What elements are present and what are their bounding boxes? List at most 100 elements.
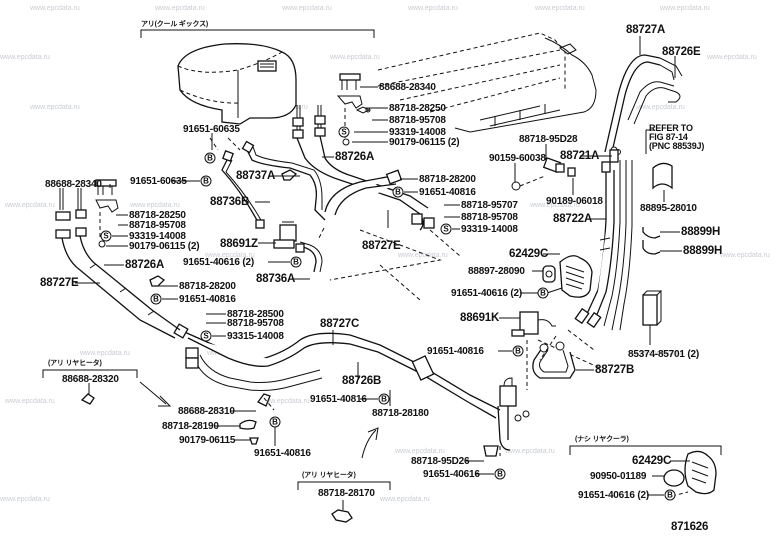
part-label-85374-85701[interactable]: 85374-85701 (2) [628, 349, 699, 360]
part-label-93315-14008[interactable]: 93315-14008 [227, 331, 284, 342]
part-label-90950-01189[interactable]: 90950-01189 [590, 471, 647, 482]
part-label-88736b[interactable]: 88736B [210, 196, 250, 208]
part-label-88726a[interactable]: 88726A [335, 151, 375, 163]
part-label-90159-60038[interactable]: 90159-60038 [489, 153, 546, 164]
valve-88691z [273, 221, 297, 249]
watermark: www.epcdata.ru [535, 5, 585, 12]
part-label-91651-40616[interactable]: 91651-40616 [423, 469, 480, 480]
watermark: www.epcdata.ru [635, 104, 685, 111]
refer-note-line2[interactable]: FIG 87-14 [649, 132, 688, 142]
part-label-88718-28250[interactable]: 88718-28250 [129, 210, 186, 221]
part-label-88721a[interactable]: 88721A [560, 150, 600, 162]
svg-text:B: B [515, 347, 521, 356]
cap-90950-01189 [663, 469, 685, 487]
watermark: www.epcdata.ru [130, 202, 180, 209]
leader-dash [227, 137, 241, 151]
symbol-bolt: B [204, 152, 216, 164]
part-label-88726a[interactable]: 88726A [125, 259, 165, 271]
part-label-88718-95d26[interactable]: 88718-95D26 [411, 456, 470, 467]
part-label-91651-40616[interactable]: 91651-40616 (2) [183, 257, 254, 268]
svg-text:B: B [540, 289, 546, 298]
svg-text:B: B [153, 295, 159, 304]
symbol-bolt: B [150, 293, 162, 305]
part-label-91651-60635[interactable]: 91651-60635 [183, 124, 240, 135]
part-label-88727e[interactable]: 88727E [362, 240, 401, 252]
part-label-88718-95708[interactable]: 88718-95708 [389, 115, 446, 126]
part-label-88718-95708[interactable]: 88718-95708 [227, 318, 284, 329]
part-label-88718-28250[interactable]: 88718-28250 [389, 103, 446, 114]
part-label-88718-95707[interactable]: 88718-95707 [461, 200, 518, 211]
part-label-88718-95708[interactable]: 88718-95708 [461, 212, 518, 223]
part-label-62429c[interactable]: 62429C [632, 455, 672, 467]
svg-text:B: B [272, 418, 278, 427]
part-label-88899h[interactable]: 88899H [683, 245, 723, 257]
part-label-88718-28170[interactable]: 88718-28170 [318, 488, 375, 499]
part-label-88718-28200[interactable]: 88718-28200 [179, 281, 236, 292]
symbol-bolt: B [269, 416, 281, 428]
part-label-88726b[interactable]: 88726B [342, 375, 382, 387]
part-label-88688-28320[interactable]: 88688-28320 [62, 374, 119, 385]
part-label-91651-40616[interactable]: 91651-40616 (2) [451, 288, 522, 299]
svg-text:B: B [203, 177, 209, 186]
part-label-91651-40816[interactable]: 91651-40816 [179, 294, 236, 305]
part-label-91651-60635[interactable]: 91651-60635 [130, 176, 187, 187]
part-label-88718-28200[interactable]: 88718-28200 [419, 174, 476, 185]
part-label-93319-14008[interactable]: 93319-14008 [129, 231, 186, 242]
part-label-88727b[interactable]: 88727B [595, 364, 635, 376]
part-label-90179-06115[interactable]: 90179-06115 (2) [389, 137, 460, 148]
part-label-90179-06115[interactable]: 90179-06115 (2) [129, 241, 200, 252]
part-label-88727c[interactable]: 88727C [320, 318, 360, 330]
part-label-88737a[interactable]: 88737A [236, 170, 276, 182]
part-label-88718-95d28[interactable]: 88718-95D28 [519, 134, 578, 145]
part-label-91651-40816[interactable]: 91651-40816 [310, 394, 367, 405]
leader-dash [379, 264, 421, 301]
part-label-88726e[interactable]: 88726E [662, 46, 701, 58]
clip-88718-28200-left [149, 275, 166, 287]
part-label-91651-40616[interactable]: 91651-40616 (2) [578, 490, 649, 501]
fittings-88721a [601, 149, 619, 173]
clip-88718-28200-top [281, 169, 298, 181]
clamp-88718-95d28 [511, 157, 576, 191]
symbol-bolt: B [512, 345, 524, 357]
refer-note-line1: REFER TO [649, 123, 693, 133]
watermark: www.epcdata.ru [282, 5, 332, 12]
part-label-88691z[interactable]: 88691Z [220, 238, 258, 250]
part-label-88897-28090[interactable]: 88897-28090 [468, 266, 525, 277]
watermark: www.epcdata.ru [660, 5, 710, 12]
part-label-93319-14008[interactable]: 93319-14008 [461, 224, 518, 235]
part-label-90189-06018[interactable]: 90189-06018 [546, 196, 603, 207]
part-label-88718-95708[interactable]: 88718-95708 [129, 220, 186, 231]
part-label-91651-40816[interactable]: 91651-40816 [427, 346, 484, 357]
watermark: www.epcdata.ru [505, 448, 555, 455]
svg-text:B: B [293, 258, 299, 267]
symbol-bolt: B [537, 287, 549, 299]
vent-62429c [559, 255, 593, 298]
part-label-88727a[interactable]: 88727A [626, 24, 666, 36]
part-label-90179-06115[interactable]: 90179-06115 [179, 435, 236, 446]
part-label-88718-28180[interactable]: 88718-28180 [372, 408, 429, 419]
hose-88899h-1 [642, 227, 661, 239]
part-label-62429c[interactable]: 62429C [509, 248, 549, 260]
svg-text:B: B [497, 470, 503, 479]
pipe-88736a [295, 227, 325, 273]
part-label-91651-40816[interactable]: 91651-40816 [254, 448, 311, 459]
part-label-91651-40816[interactable]: 91651-40816 [419, 187, 476, 198]
leader-dash [329, 229, 442, 281]
bracket-88688-28340-left [95, 179, 119, 248]
symbol-bolt: B [200, 175, 212, 187]
part-label-93319-14008[interactable]: 93319-14008 [389, 127, 446, 138]
part-label-88899h[interactable]: 88899H [681, 226, 721, 238]
part-label-88727e[interactable]: 88727E [40, 277, 79, 289]
watermark: www.epcdata.ru [155, 5, 205, 12]
part-label-88718-28500[interactable]: 88718-28500 [227, 309, 284, 320]
watermark: www.epcdata.ru [5, 202, 55, 209]
part-label-88736a[interactable]: 88736A [256, 273, 296, 285]
part-label-88688-28340[interactable]: 88688-28340 [379, 82, 436, 93]
block-85374-85701 [642, 290, 663, 326]
part-label-88722a[interactable]: 88722A [553, 213, 593, 225]
part-label-88895-28010[interactable]: 88895-28010 [640, 203, 697, 214]
part-label-88688-28340[interactable]: 88688-28340 [45, 179, 102, 190]
part-label-88688-28310[interactable]: 88688-28310 [178, 406, 235, 417]
part-label-88718-28190[interactable]: 88718-28190 [162, 421, 219, 432]
part-label-88691k[interactable]: 88691K [460, 312, 500, 324]
